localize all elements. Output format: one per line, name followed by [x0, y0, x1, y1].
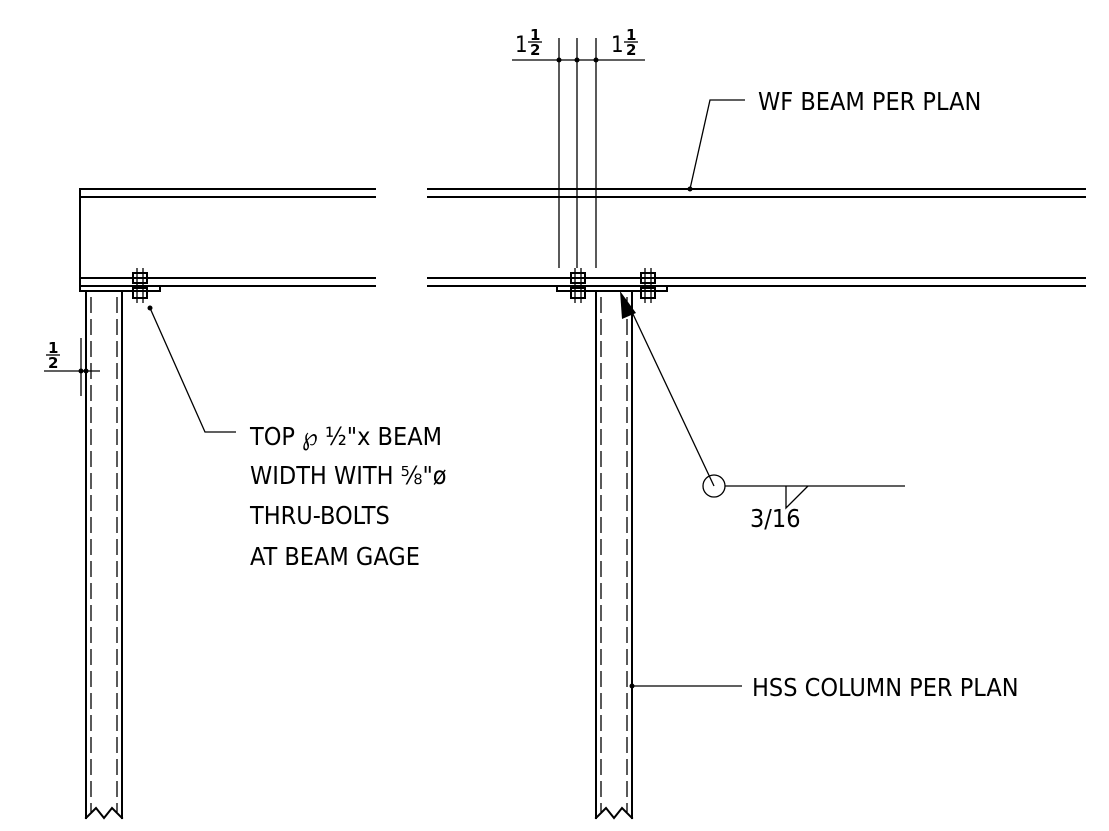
right-beam — [427, 188, 1086, 287]
right-hss-column — [594, 290, 634, 820]
right-bolt-right — [640, 268, 656, 303]
wf-beam-leader — [687, 99, 745, 192]
top-plate-note-line4: AT BEAM GAGE — [250, 542, 420, 571]
top-plate-note-line3: THRU-BOLTS — [249, 501, 390, 530]
hss-column-leader — [629, 683, 742, 689]
left-plate-dimension: 1 2 — [44, 338, 100, 396]
weld-symbol — [620, 291, 905, 510]
left-hss-column — [84, 290, 124, 820]
plate-dim-num: 1 — [48, 339, 58, 357]
top-plate-note-line2: WIDTH WITH ⅝"ø — [250, 461, 447, 490]
gage-left-num: 1 — [530, 26, 540, 44]
left-beam — [79, 188, 376, 292]
right-bolt-left — [570, 268, 586, 303]
hss-column-label: HSS COLUMN PER PLAN — [752, 673, 1019, 702]
plate-dim-den: 2 — [48, 354, 58, 372]
gage-right-den: 2 — [626, 41, 636, 59]
left-bolt — [132, 268, 148, 303]
gage-dimension: 1 1 2 1 1 2 — [512, 26, 645, 268]
gage-right-num: 1 — [626, 26, 636, 44]
gage-right-whole: 1 — [611, 33, 624, 58]
top-plate-leader — [147, 305, 236, 433]
gage-left-den: 2 — [530, 41, 540, 59]
top-plate-note-line1: TOP ℘ ½"x BEAM — [249, 422, 442, 451]
wf-beam-label: WF BEAM PER PLAN — [758, 87, 981, 116]
weld-size-label: 3/16 — [750, 504, 801, 533]
gage-left-whole: 1 — [515, 33, 528, 58]
